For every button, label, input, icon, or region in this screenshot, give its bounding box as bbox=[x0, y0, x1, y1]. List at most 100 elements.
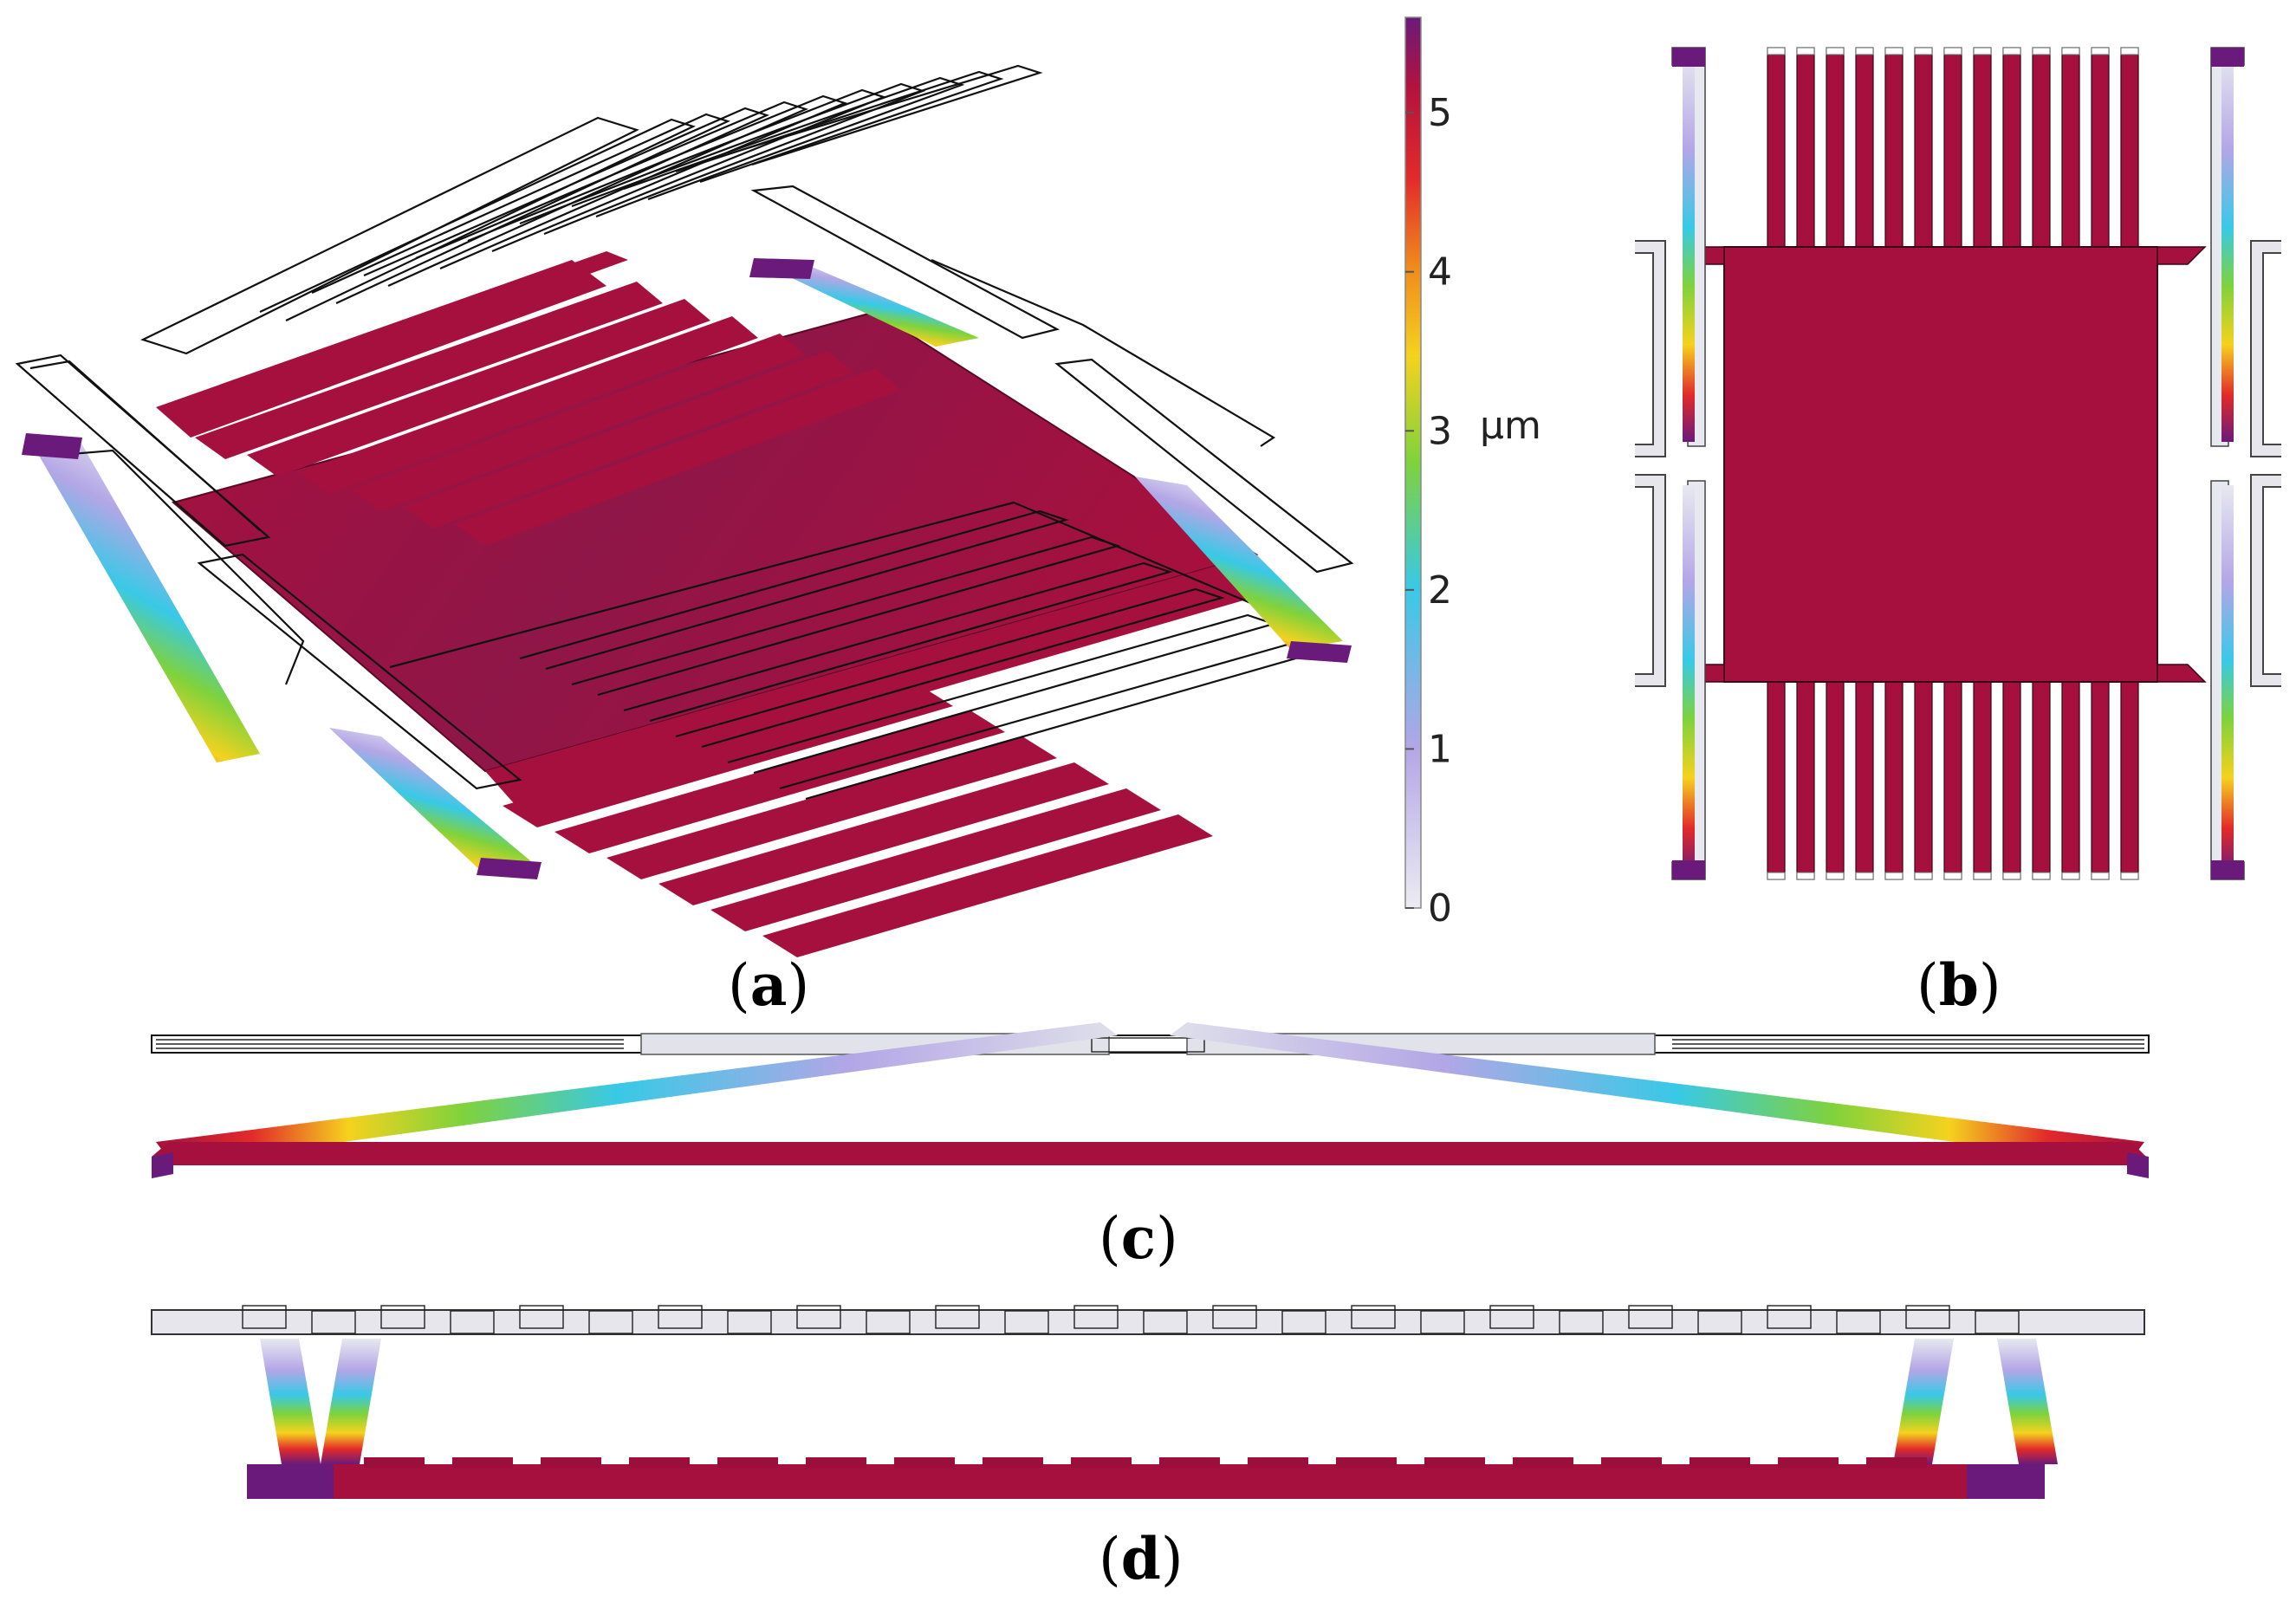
wire-block bbox=[727, 1310, 772, 1334]
bottom-finger bbox=[1826, 681, 1845, 880]
deformed-springs bbox=[26, 260, 1343, 875]
colorbar-tick-label-1: 1 bbox=[1428, 727, 1452, 771]
finger-bump bbox=[1336, 1457, 1397, 1468]
finger-bump bbox=[452, 1457, 513, 1468]
top-finger bbox=[2002, 47, 2021, 248]
colorbar-gradient bbox=[1404, 16, 1422, 909]
deformed-left-spring-beam bbox=[156, 1022, 1118, 1165]
top-finger bbox=[1973, 47, 1992, 248]
wire-block bbox=[1905, 1305, 1950, 1329]
top-finger bbox=[1855, 47, 1874, 248]
wire-block bbox=[796, 1305, 841, 1329]
panel-c-side-view bbox=[151, 1022, 2150, 1178]
bottom-finger-tip bbox=[1826, 872, 1845, 880]
anchors bbox=[22, 258, 1352, 879]
finger-bump bbox=[1690, 1457, 1750, 1468]
wire-block bbox=[1975, 1310, 2020, 1334]
finger-bump bbox=[806, 1457, 866, 1468]
deformed-proof-mass-side bbox=[152, 1142, 2149, 1174]
wire-block bbox=[1559, 1310, 1604, 1334]
finger-bump bbox=[1248, 1457, 1308, 1468]
bottom-finger bbox=[2002, 681, 2021, 880]
left-spring-leg-2 bbox=[321, 1339, 381, 1464]
top-finger-tip bbox=[2091, 47, 2110, 55]
top-finger bbox=[2061, 47, 2080, 248]
finger-bump bbox=[629, 1457, 690, 1468]
bottom-finger-tip bbox=[1884, 872, 1904, 880]
left-spring-leg-1 bbox=[260, 1339, 321, 1464]
top-finger bbox=[2032, 47, 2051, 248]
colorbar-unit: µm bbox=[1480, 404, 1541, 448]
wire-block bbox=[866, 1310, 911, 1334]
bottom-finger bbox=[2091, 681, 2110, 880]
top-finger-tip bbox=[1796, 47, 1815, 55]
bottom-finger bbox=[1914, 681, 1933, 880]
wire-block bbox=[1073, 1305, 1119, 1329]
top-finger-tip bbox=[2120, 47, 2139, 55]
bottom-finger bbox=[2061, 681, 2080, 880]
deformed-finger-bumps bbox=[364, 1457, 1927, 1468]
bottom-finger bbox=[1855, 681, 1874, 880]
panel-b-top-view bbox=[1635, 47, 2281, 880]
top-finger-tip bbox=[2002, 47, 2021, 55]
bottom-finger-tip bbox=[1767, 872, 1786, 880]
finger-bump bbox=[1778, 1457, 1839, 1468]
bottom-finger-tip bbox=[1973, 872, 1992, 880]
finger-bump bbox=[1424, 1457, 1485, 1468]
wire-block bbox=[1281, 1310, 1326, 1334]
deformed-right-spring-beam bbox=[1170, 1022, 2144, 1165]
proof-mass-plate bbox=[1723, 246, 2158, 683]
colorbar-tick-label-3: 3 bbox=[1428, 409, 1452, 453]
finger-bump bbox=[983, 1457, 1043, 1468]
bottom-finger bbox=[1973, 681, 1992, 880]
top-finger-tip bbox=[1855, 47, 1874, 55]
deformed-bottom-fingers bbox=[485, 555, 1282, 957]
bottom-finger-tip bbox=[2002, 872, 2021, 880]
bottom-finger-tip bbox=[1855, 872, 1874, 880]
bottom-finger bbox=[2120, 681, 2139, 880]
colorbar-tick-label-2: 2 bbox=[1428, 568, 1452, 613]
top-finger bbox=[1914, 47, 1933, 248]
undeformed-top-fingers bbox=[140, 64, 1043, 355]
colorbar-tick-label-0: 0 bbox=[1428, 886, 1452, 931]
panel-label-b: (b) bbox=[1917, 951, 2001, 1019]
finger-bump bbox=[1601, 1457, 1662, 1468]
finger-bump bbox=[717, 1457, 778, 1468]
top-finger bbox=[1767, 47, 1786, 248]
wire-block bbox=[935, 1305, 980, 1329]
wire-block bbox=[1212, 1305, 1257, 1329]
bottom-finger bbox=[1796, 681, 1815, 880]
wire-block bbox=[1767, 1305, 1812, 1329]
top-finger-tip bbox=[1884, 47, 1904, 55]
finger-bump bbox=[1513, 1457, 1573, 1468]
wire-block bbox=[1420, 1310, 1465, 1334]
panel-label-d: (d) bbox=[1099, 1525, 1184, 1592]
bottom-finger-tip bbox=[1943, 872, 1962, 880]
undeformed-finger-blocks bbox=[242, 1305, 2020, 1334]
panel-d-side-view bbox=[151, 1305, 2145, 1499]
bottom-finger bbox=[2032, 681, 2051, 880]
top-finger bbox=[1943, 47, 1962, 248]
undeformed-comb-lines bbox=[156, 1037, 2144, 1053]
top-finger-tip bbox=[1767, 47, 1786, 55]
right-spring-leg-2 bbox=[1997, 1339, 2058, 1464]
finger-bump bbox=[1071, 1457, 1132, 1468]
top-finger-tip bbox=[2061, 47, 2080, 55]
wire-block bbox=[588, 1310, 633, 1334]
wire-block bbox=[242, 1305, 287, 1329]
top-finger-tip bbox=[2032, 47, 2051, 55]
finger-bump bbox=[541, 1457, 601, 1468]
top-finger bbox=[2120, 47, 2139, 248]
finger-bump bbox=[1866, 1457, 1927, 1468]
top-finger bbox=[2091, 47, 2110, 248]
wire-block bbox=[1628, 1305, 1673, 1329]
bottom-comb-fingers bbox=[1767, 681, 2139, 880]
top-finger bbox=[1796, 47, 1815, 248]
bottom-finger-tip bbox=[2061, 872, 2080, 880]
deformed-proof-mass-short-side bbox=[334, 1464, 1967, 1499]
undeformed-springs bbox=[15, 185, 1354, 790]
bottom-finger bbox=[1767, 681, 1786, 880]
bottom-finger bbox=[1884, 681, 1904, 880]
